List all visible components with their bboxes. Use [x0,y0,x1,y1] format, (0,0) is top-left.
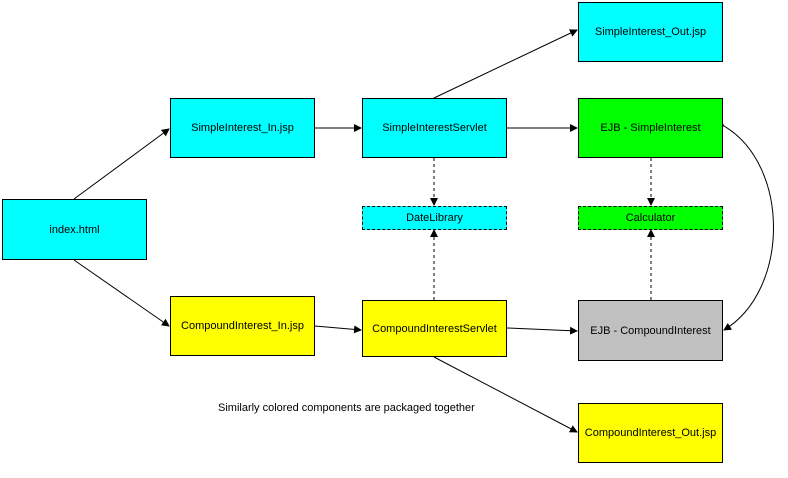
node-ejb-compoundinterest: EJB - CompoundInterest [578,300,723,361]
node-datelibrary: DateLibrary [362,206,507,230]
node-index-html: index.html [2,199,147,260]
node-simpleinterest-in-jsp: SimpleInterest_In.jsp [170,98,315,158]
edge-simple-servlet-to-out [433,29,578,99]
node-compoundinterest-servlet: CompoundInterestServlet [362,300,507,357]
diagram-caption: Similarly colored components are package… [218,402,475,414]
node-ejb-simpleinterest: EJB - SimpleInterest [578,98,723,158]
edge-index-to-compound-in [73,259,170,327]
edge-compound-servlet-to-out [433,356,578,433]
edge-index-to-simple-in [73,128,170,200]
node-simpleinterest-out-jsp: SimpleInterest_Out.jsp [578,2,723,62]
node-compoundinterest-in-jsp: CompoundInterest_In.jsp [170,296,315,356]
edge-compound-servlet-to-ejb [506,326,578,335]
node-compoundinterest-out-jsp: CompoundInterest_Out.jsp [578,403,723,463]
node-calculator: Calculator [578,206,723,230]
edge-compound-in-to-servlet [314,325,362,334]
edge-ejb-simple-to-ejb-compound [715,118,774,331]
node-simpleinterest-servlet: SimpleInterestServlet [362,98,507,158]
